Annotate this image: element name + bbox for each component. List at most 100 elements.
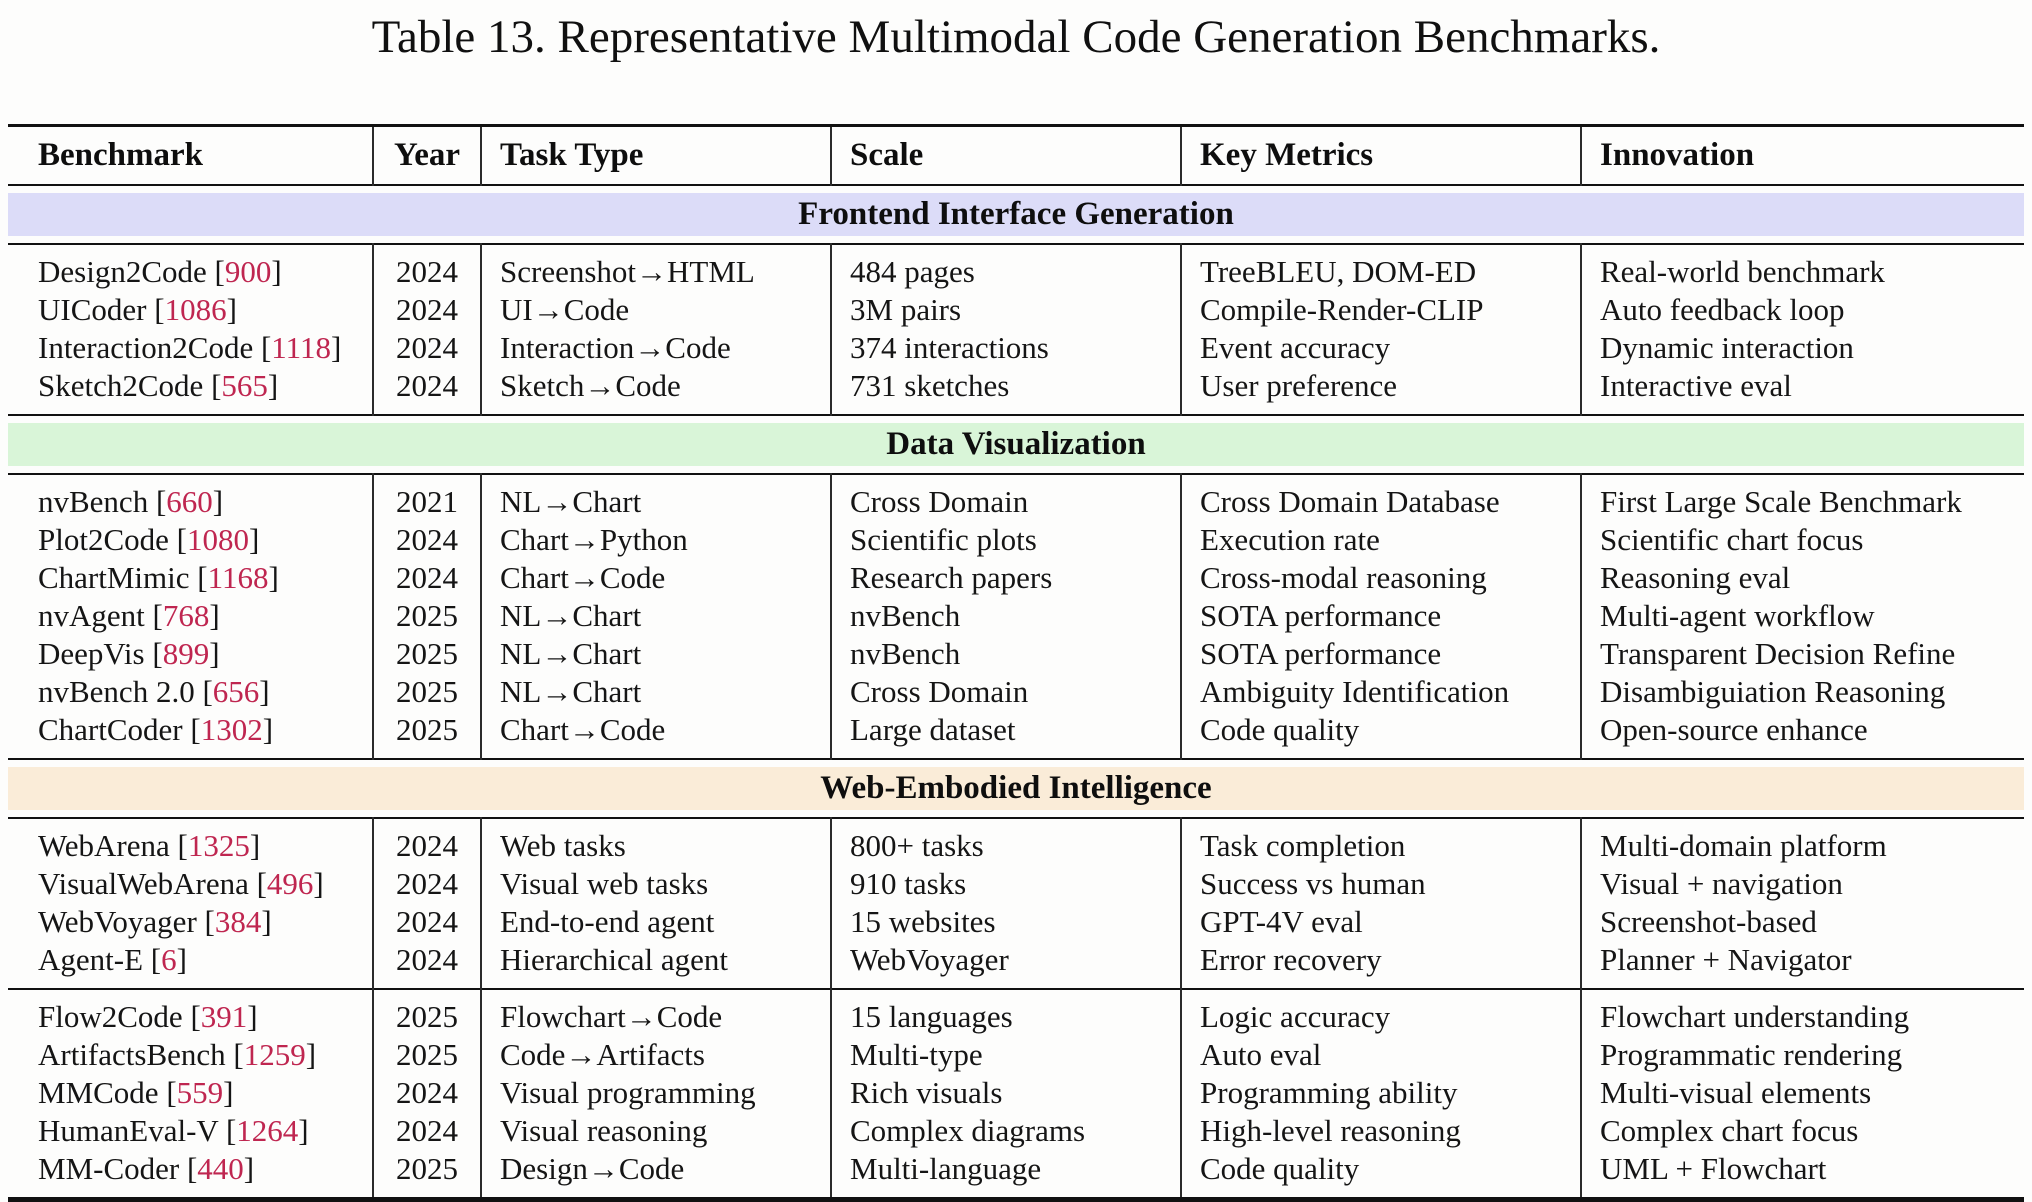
key-metrics-cell: SOTA performance	[1180, 597, 1581, 635]
benchmark-cell: Sketch2Code [565]	[8, 367, 373, 415]
key-metrics-cell: Task completion	[1180, 818, 1581, 865]
benchmark-name: Agent-E	[38, 942, 151, 977]
citation-link[interactable]: 1168	[207, 560, 269, 595]
benchmark-cell: Design2Code [900]	[8, 244, 373, 291]
section-header: Frontend Interface Generation	[8, 193, 2024, 236]
citation-link[interactable]: 440	[197, 1151, 244, 1186]
benchmark-cell: Agent-E [6]	[8, 941, 373, 989]
innovation-cell: Scientific chart focus	[1580, 521, 2024, 559]
innovation-cell: Auto feedback loop	[1580, 291, 2024, 329]
key-metrics-cell: Compile-Render-CLIP	[1180, 291, 1581, 329]
citation-link[interactable]: 496	[266, 866, 314, 901]
scale-cell: Cross Domain	[830, 474, 1181, 521]
benchmark-name: Flow2Code	[38, 999, 191, 1034]
benchmark-name: UICoder	[38, 292, 155, 327]
scale-cell: nvBench	[830, 597, 1181, 635]
citation-link[interactable]: 1302	[200, 712, 263, 747]
citation-close-bracket: ]	[267, 368, 279, 403]
citation-close-bracket: ]	[247, 999, 258, 1034]
citation-open-bracket: [	[150, 942, 162, 977]
task-type-cell: Sketch→Code	[480, 367, 831, 415]
citation-link[interactable]: 1259	[243, 1037, 306, 1072]
year-cell: 2024	[372, 1074, 481, 1112]
year-cell: 2024	[372, 329, 481, 367]
year-cell: 2024	[372, 865, 481, 903]
benchmark-name: Sketch2Code	[38, 368, 212, 403]
citation-link[interactable]: 559	[176, 1075, 224, 1110]
innovation-cell: Transparent Decision Refine	[1580, 635, 2024, 673]
task-type-cell: Design→Code	[480, 1150, 831, 1200]
year-cell: 2025	[372, 635, 481, 673]
citation-close-bracket: ]	[226, 292, 237, 327]
scale-cell: 15 languages	[830, 989, 1181, 1036]
citation-link[interactable]: 1325	[187, 828, 250, 863]
section-header: Web-Embodied Intelligence	[8, 767, 2024, 810]
benchmark-cell: DeepVis [899]	[8, 635, 373, 673]
citation-close-bracket: ]	[271, 254, 282, 289]
year-cell: 2024	[372, 818, 481, 865]
scale-cell: 910 tasks	[830, 865, 1181, 903]
citation-link[interactable]: 384	[214, 904, 262, 939]
scale-cell: 731 sketches	[830, 367, 1181, 415]
task-type-cell: NL→Chart	[480, 635, 831, 673]
citation-open-bracket: [	[190, 999, 201, 1034]
citation-link[interactable]: 900	[224, 254, 272, 289]
innovation-cell: Open-source enhance	[1580, 711, 2024, 759]
benchmark-cell: WebArena [1325]	[8, 818, 373, 865]
task-type-cell: NL→Chart	[480, 597, 831, 635]
benchmark-name: Interaction2Code	[38, 330, 261, 365]
innovation-cell: Multi-agent workflow	[1580, 597, 2024, 635]
year-cell: 2021	[372, 474, 481, 521]
citation-open-bracket: [	[166, 1075, 177, 1110]
benchmark-name: nvBench 2.0	[38, 674, 203, 709]
benchmark-cell: Flow2Code [391]	[8, 989, 373, 1036]
citation-link[interactable]: 656	[212, 674, 260, 709]
scale-cell: 15 websites	[830, 903, 1181, 941]
citation-link[interactable]: 1118	[271, 330, 331, 365]
scale-cell: Rich visuals	[830, 1074, 1181, 1112]
year-cell: 2025	[372, 597, 481, 635]
table-caption: Table 13. Representative Multimodal Code…	[371, 11, 1661, 63]
column-header-year: Year	[372, 125, 481, 185]
benchmark-cell: UICoder [1086]	[8, 291, 373, 329]
citation-close-bracket: ]	[248, 522, 260, 557]
citation-link[interactable]: 391	[200, 999, 248, 1034]
citation-link[interactable]: 6	[161, 942, 177, 977]
benchmark-cell: ArtifactsBench [1259]	[8, 1036, 373, 1074]
innovation-cell: Disambiguiation Reasoning	[1580, 673, 2024, 711]
key-metrics-cell: Auto eval	[1180, 1036, 1581, 1074]
citation-open-bracket: [	[211, 368, 222, 403]
year-cell: 2025	[372, 989, 481, 1036]
key-metrics-cell: Cross-modal reasoning	[1180, 559, 1581, 597]
citation-link[interactable]: 565	[221, 368, 268, 403]
innovation-cell: Complex chart focus	[1580, 1112, 2024, 1150]
scale-cell: Large dataset	[830, 711, 1181, 759]
citation-link[interactable]: 768	[162, 598, 210, 633]
column-header-scale: Scale	[830, 125, 1181, 185]
citation-open-bracket: [	[177, 828, 188, 863]
innovation-cell: Real-world benchmark	[1580, 244, 2024, 291]
benchmark-cell: nvAgent [768]	[8, 597, 373, 635]
citation-close-bracket: ]	[212, 484, 224, 519]
benchmark-name: MM-Coder	[38, 1151, 187, 1186]
citation-link[interactable]: 1086	[164, 292, 227, 327]
scale-cell: Cross Domain	[830, 673, 1181, 711]
benchmark-cell: MM-Coder [440]	[8, 1150, 373, 1200]
citation-close-bracket: ]	[330, 330, 342, 365]
citation-open-bracket: [	[155, 484, 167, 519]
citation-link[interactable]: 899	[162, 636, 210, 671]
citation-link[interactable]: 1264	[236, 1113, 299, 1148]
benchmark-name: DeepVis	[38, 636, 153, 671]
key-metrics-cell: Logic accuracy	[1180, 989, 1581, 1036]
citation-link[interactable]: 660	[166, 484, 213, 519]
year-cell: 2025	[372, 1036, 481, 1074]
citation-link[interactable]: 1080	[186, 522, 249, 557]
citation-close-bracket: ]	[259, 674, 270, 709]
